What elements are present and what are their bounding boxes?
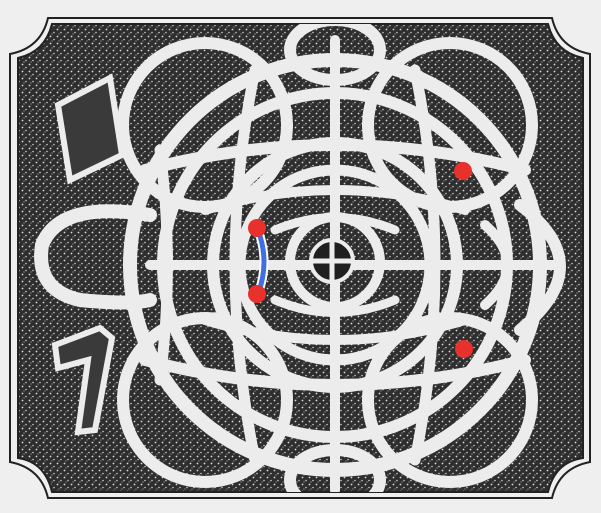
marker-top-right[interactable]	[454, 162, 472, 180]
marker-left-upper[interactable]	[248, 219, 266, 237]
central-emblem	[311, 240, 353, 282]
marker-left-lower[interactable]	[248, 285, 266, 303]
marker-bottom-right[interactable]	[455, 340, 473, 358]
